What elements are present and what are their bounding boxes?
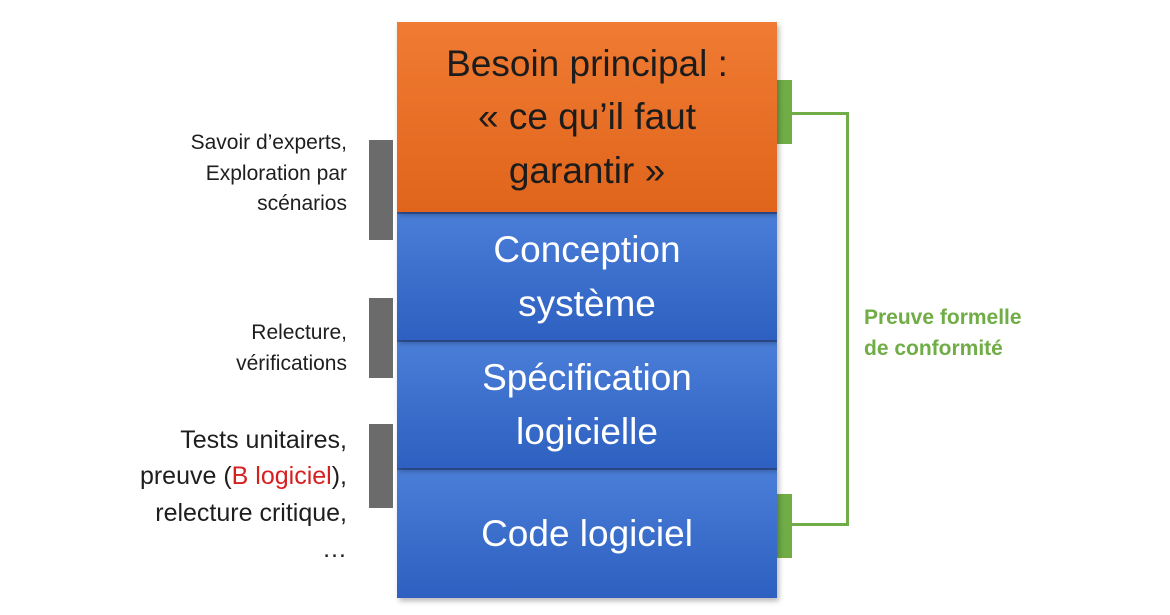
label-tests-line-4: … <box>322 534 347 563</box>
label-expertise-line-1: Savoir d’experts, <box>190 131 347 154</box>
code-line-1: Code logiciel <box>481 513 693 555</box>
label-expertise-line-2: Exploration par <box>205 161 347 185</box>
label-preuve-line-2: de conformité <box>864 337 1003 361</box>
conception-line-2: système <box>518 283 656 324</box>
green-bracket-tab-top <box>776 80 792 144</box>
label-expertise-line-3: scénarios <box>257 192 347 216</box>
label-tests-preuve: preuve ( <box>139 462 232 491</box>
label-tests: Tests unitaires, preuve (B logiciel), re… <box>140 422 347 567</box>
gray-bracket-relecture <box>369 298 393 378</box>
specification-line-2: logicielle <box>516 411 658 452</box>
label-preuve-line-1: Preuve formelle <box>864 306 1022 329</box>
label-tests-paren: ), <box>331 462 347 491</box>
label-relecture: Relecture, vérifications <box>236 318 347 379</box>
besoin-line-3: garantir » <box>508 149 666 191</box>
conception-line-1: Conception <box>493 229 681 271</box>
gray-bracket-tests <box>369 424 393 508</box>
specification-logicielle-block: Spécification logicielle <box>397 340 777 468</box>
label-tests-b-logiciel: B logiciel <box>231 462 332 491</box>
conception-systeme-block: Conception système <box>397 212 777 340</box>
label-relecture-line-2: vérifications <box>236 351 347 375</box>
green-bracket-tab-bottom <box>776 494 792 558</box>
label-tests-line-1: Tests unitaires, <box>180 426 347 454</box>
code-logiciel-block: Code logiciel <box>397 468 777 598</box>
gray-bracket-expertise <box>369 140 393 240</box>
besoin-line-1: Besoin principal : <box>446 42 728 84</box>
besoin-line-2: « ce qu’il faut <box>477 96 697 138</box>
label-relecture-line-1: Relecture, <box>251 321 347 344</box>
green-bracket-line <box>787 112 849 526</box>
label-tests-line-3: relecture critique, <box>155 498 347 527</box>
specification-line-1: Spécification <box>482 357 692 399</box>
label-preuve-formelle: Preuve formelle de conformité <box>864 302 1022 364</box>
label-tests-line-2: preuve (B logiciel), <box>140 458 347 494</box>
besoin-principal-block: Besoin principal : « ce qu’il faut garan… <box>397 22 777 212</box>
label-expertise: Savoir d’experts, Exploration par scénar… <box>191 128 347 220</box>
